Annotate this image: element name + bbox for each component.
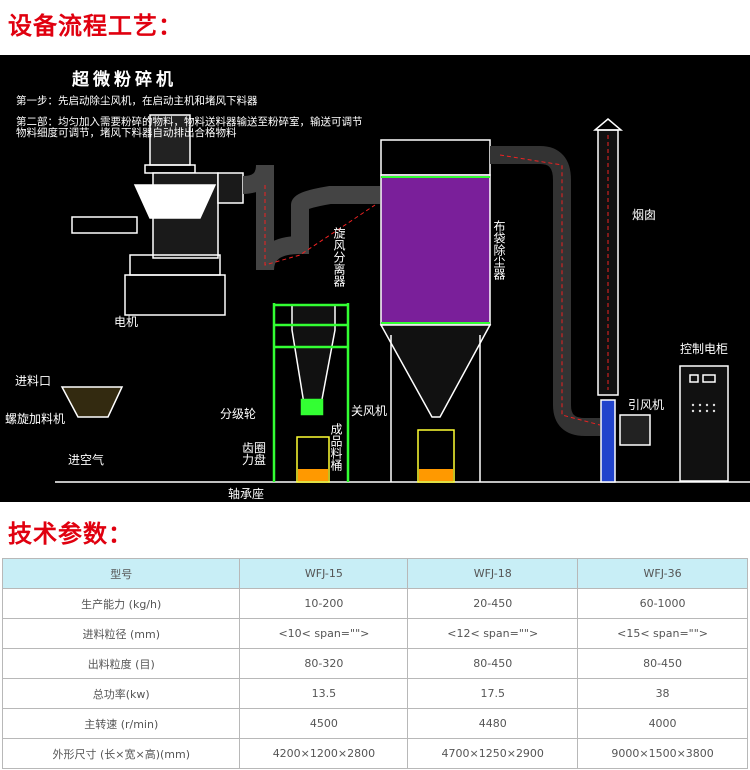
label-airlock: 关风机 [351, 404, 388, 418]
process-section-title: 设备流程工艺： [8, 12, 183, 40]
table-cell: <10< span=""> [239, 618, 409, 649]
label-product-bin: 成品料桶 [329, 423, 343, 471]
label-screw-feeder: 螺旋加料机 [5, 412, 66, 426]
diagram-title: 超微粉碎机 [72, 70, 177, 90]
row-label: 出料粒度 (目) [1, 648, 241, 679]
table-cell: 4700×1250×2900 [407, 738, 579, 769]
table-cell: 4200×1200×2800 [239, 738, 409, 769]
label-inlet: 进料口 [15, 374, 52, 388]
label-bearing: 轴承座 [228, 487, 265, 501]
motor-base [144, 164, 196, 174]
table-cell: 10-200 [239, 588, 409, 619]
row-label: 进料粒径 (mm) [1, 618, 241, 649]
feed-hopper [60, 386, 124, 418]
table-cell: 4480 [407, 708, 579, 739]
bag-filter-top [380, 139, 491, 176]
label-bag-filter: 布袋除尘器 [492, 220, 506, 280]
table-cell: 9000×1500×3800 [577, 738, 748, 769]
header-cell: WFJ-36 [577, 558, 748, 589]
process-flow-drawing [55, 114, 750, 483]
step-2-line-2: 物料细度可调节，堵风下料器自动排出合格物料 [16, 127, 237, 139]
table-cell: 17.5 [407, 678, 579, 709]
label-classifier: 分级轮 [220, 407, 257, 421]
row-label: 主转速 (r/min) [1, 708, 241, 739]
table-cell: 80-450 [577, 648, 748, 679]
table-cell: <15< span=""> [577, 618, 748, 649]
row-label: 外形尺寸 (长×宽×高)(mm) [1, 738, 241, 769]
label-motor: 电机 [114, 315, 139, 329]
row-label: 总功率(kw) [1, 678, 241, 709]
label-fan: 引风机 [628, 398, 665, 412]
screw-feeder [71, 216, 138, 234]
classifier-wheel [133, 184, 217, 219]
label-air-in: 进空气 [68, 453, 105, 467]
process-diagram: 超微粉碎机 第一步：先启动除尘风机，在启动主机和堵风下料器 第二部：均匀加入需要… [0, 55, 750, 502]
table-cell: 80-320 [239, 648, 409, 679]
table-cell: 80-450 [407, 648, 579, 679]
bag-filter-hopper [379, 324, 492, 418]
fan-shape [600, 399, 616, 483]
header-cell: WFJ-15 [239, 558, 409, 589]
table-cell: 60-1000 [577, 588, 748, 619]
table-cell: 4000 [577, 708, 748, 739]
params-section-title: 技术参数： [8, 520, 133, 548]
table-cell: 38 [577, 678, 748, 709]
table-cell: 20-450 [407, 588, 579, 619]
label-cyclone: 旋风分离器 [332, 227, 346, 287]
header-cell: 型号 [1, 558, 241, 589]
header-cell: WFJ-18 [407, 558, 579, 589]
label-disc: 力盘 [242, 453, 267, 467]
label-chimney: 烟囱 [632, 208, 657, 222]
specs-table: 型号 WFJ-15 WFJ-18 WFJ-36 生产能力 (kg/h)10-20… [1, 558, 748, 769]
table-cell: 13.5 [239, 678, 409, 709]
row-label: 生产能力 (kg/h) [1, 588, 241, 619]
table-header-row: 型号 WFJ-15 WFJ-18 WFJ-36 [1, 558, 748, 589]
table-row: 进料粒径 (mm)<10< span=""><12< span=""><15< … [1, 618, 748, 649]
label-gear-ring: 齿圈 [242, 441, 267, 455]
table-cell: <12< span=""> [407, 618, 579, 649]
step-2-line-1: 第二部：均匀加入需要粉碎的物料，物料送料器输送至粉碎室，输送可调节 [16, 116, 363, 128]
control-cabinet-shape [679, 365, 729, 482]
table-cell: 4500 [239, 708, 409, 739]
cyclone-shape [291, 304, 336, 411]
bag-filter-body [380, 174, 491, 326]
label-control-cabinet: 控制电柜 [680, 342, 729, 356]
step-1-text: 第一步：先启动除尘风机，在启动主机和堵风下料器 [16, 95, 258, 107]
